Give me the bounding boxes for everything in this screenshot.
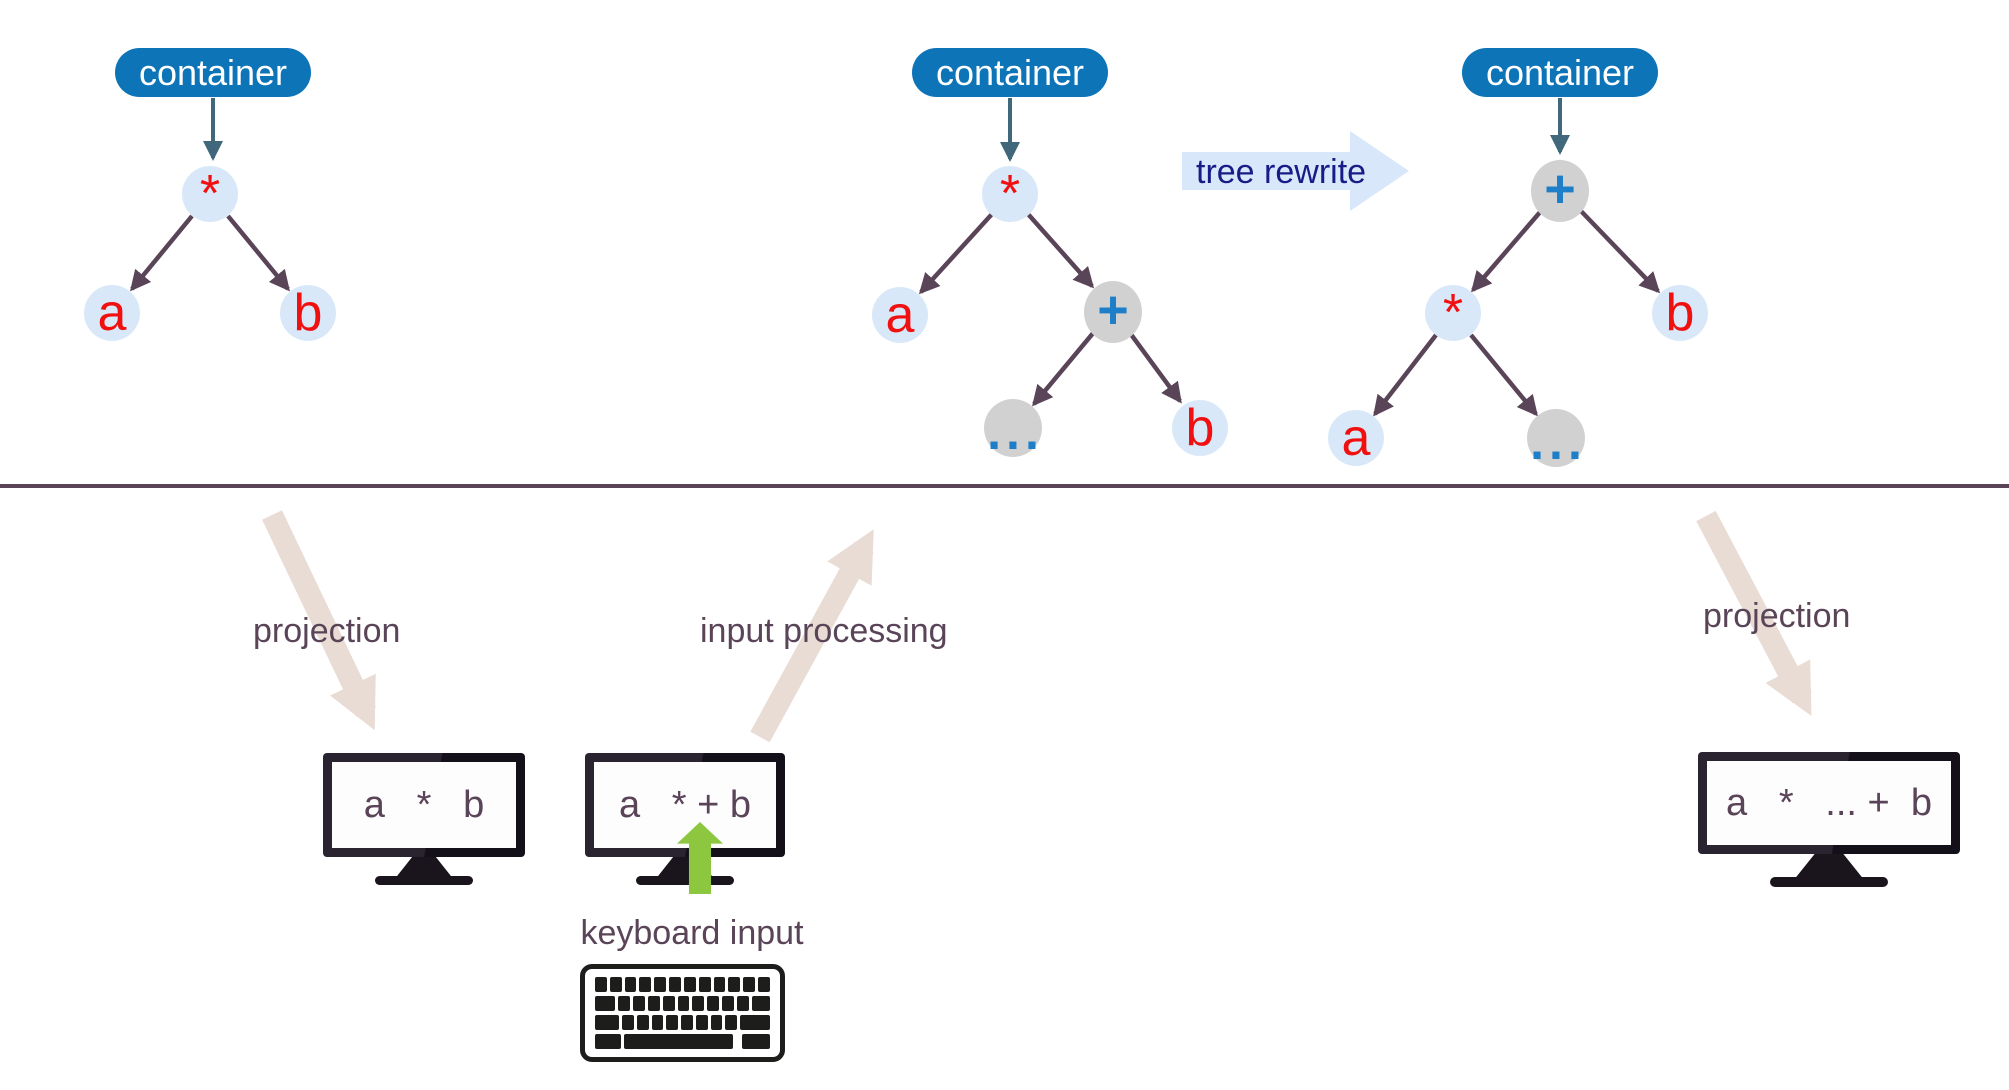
keyboard-row xyxy=(595,996,771,1011)
tree-rewrite-label: tree rewrite xyxy=(1196,153,1367,191)
edge-star-a-middle xyxy=(918,212,994,295)
key xyxy=(595,996,615,1011)
key xyxy=(618,996,630,1011)
key xyxy=(632,996,645,1011)
key xyxy=(677,996,690,1011)
key xyxy=(666,1015,678,1030)
ellipsis-node-right: ... xyxy=(1527,409,1585,467)
edge-plus-b-middle xyxy=(1128,331,1182,404)
key xyxy=(758,977,770,992)
monitor-base xyxy=(375,876,473,885)
container-node-right: container xyxy=(1462,48,1658,97)
edge-star-a-right xyxy=(1373,333,1438,417)
edge-plus-star-right xyxy=(1470,209,1543,293)
multiply-node-middle: * xyxy=(982,165,1038,223)
key xyxy=(609,977,622,992)
operand-a-node-right: a xyxy=(1328,409,1384,467)
edge-star-dots-right xyxy=(1469,333,1538,417)
keyboard-icon xyxy=(580,964,785,1062)
keyboard-input-label: keyboard input xyxy=(580,914,804,952)
monitor-screen: a * ... + b xyxy=(1707,761,1951,845)
key xyxy=(722,996,735,1011)
key xyxy=(683,977,696,992)
multiply-node-left: * xyxy=(182,165,238,223)
key xyxy=(728,977,741,992)
key xyxy=(752,996,771,1011)
operand-a-node-middle: a xyxy=(872,286,928,344)
operand-b-node-middle: b xyxy=(1172,399,1228,457)
keyboard-row xyxy=(595,977,770,992)
keyboard-row xyxy=(595,1034,770,1049)
monitor-bezel: a * + b xyxy=(585,753,785,857)
input-processing-arrow xyxy=(750,529,874,743)
key xyxy=(681,1015,693,1030)
tree-rewrite-arrow xyxy=(1182,131,1409,211)
edge-star-plus-middle xyxy=(1026,212,1095,289)
key xyxy=(595,1015,619,1030)
container-node-left: container xyxy=(115,48,311,97)
operand-a-node-left: a xyxy=(84,284,140,342)
key xyxy=(639,977,652,992)
plus-node-middle: + xyxy=(1084,280,1142,343)
operand-b-node-right: b xyxy=(1652,284,1708,342)
key xyxy=(740,1015,770,1030)
key xyxy=(636,1015,649,1030)
projection-arrow-left xyxy=(262,510,376,731)
plus-node-right: + xyxy=(1531,159,1589,222)
key xyxy=(743,977,756,992)
operand-b-node-left: b xyxy=(280,284,336,342)
key xyxy=(595,977,607,992)
input-processing-label: input processing xyxy=(700,612,948,650)
key xyxy=(742,1034,770,1049)
divider-line xyxy=(0,484,2009,488)
edge-plus-b-right xyxy=(1578,208,1661,294)
key xyxy=(698,977,711,992)
key xyxy=(647,996,660,1011)
spacebar-key xyxy=(624,1034,733,1049)
multiply-node-right: * xyxy=(1425,284,1481,342)
key xyxy=(669,977,681,992)
monitor-bezel: a * ... + b xyxy=(1698,752,1960,854)
monitor-base xyxy=(636,876,734,885)
monitor-left: a * b xyxy=(323,753,525,885)
key xyxy=(654,977,667,992)
key xyxy=(737,996,750,1011)
key xyxy=(622,1015,634,1030)
monitor-stand xyxy=(396,857,452,877)
key xyxy=(624,977,637,992)
monitor-screen: a * b xyxy=(332,762,516,848)
ellipsis-node-middle: ... xyxy=(984,399,1042,457)
projection-label-left: projection xyxy=(253,612,401,650)
key xyxy=(707,996,720,1011)
key xyxy=(651,1015,664,1030)
monitor-middle: a * + b xyxy=(585,753,785,885)
monitor-right: a * ... + b xyxy=(1698,752,1960,887)
key xyxy=(695,1015,708,1030)
key xyxy=(713,977,726,992)
projection-arrow-right xyxy=(1696,510,1812,716)
edge-star-a-left xyxy=(130,214,194,292)
container-node-middle: container xyxy=(912,48,1108,97)
keyboard-row xyxy=(595,1015,770,1030)
edge-star-b-left xyxy=(226,214,290,292)
screen-text-right: a * ... + b xyxy=(1726,781,1932,824)
monitor-base xyxy=(1770,877,1888,887)
projection-label-right: projection xyxy=(1703,597,1851,635)
monitor-screen: a * + b xyxy=(594,762,776,848)
screen-text-left: a * b xyxy=(363,783,485,826)
key xyxy=(595,1034,621,1049)
key xyxy=(662,996,675,1011)
monitor-bezel: a * b xyxy=(323,753,525,857)
key xyxy=(692,996,705,1011)
edge-plus-dots-middle xyxy=(1032,330,1096,407)
screen-text-middle: a * + b xyxy=(618,783,752,826)
key xyxy=(710,1015,723,1030)
key xyxy=(725,1015,737,1030)
